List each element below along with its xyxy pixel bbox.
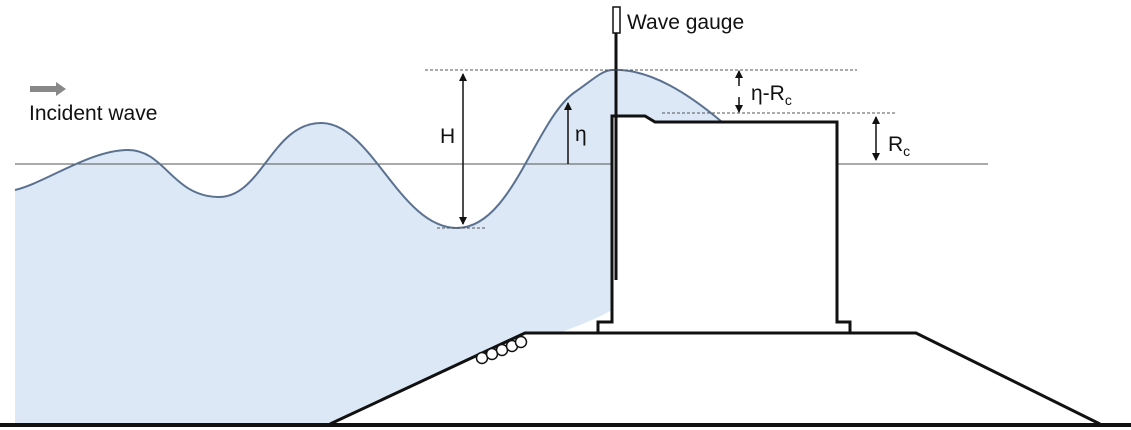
- incident-wave-arrow: [30, 82, 66, 96]
- overtopping-wave-tip: [612, 69, 722, 122]
- wave-gauge-label: Wave gauge: [627, 11, 744, 34]
- caisson: [596, 114, 852, 335]
- overtopping-depth-label: η-Rc: [751, 82, 792, 108]
- wave-profile: [14, 68, 723, 230]
- water-body: [15, 70, 612, 424]
- armour-stones: [475, 335, 528, 365]
- surface-elevation-label: η: [575, 123, 587, 146]
- wave-height-label: H: [440, 125, 455, 148]
- incident-wave-label: Incident wave: [29, 102, 157, 125]
- freeboard-label: Rc: [888, 133, 910, 159]
- wave-gauge-sensor: [612, 6, 621, 34]
